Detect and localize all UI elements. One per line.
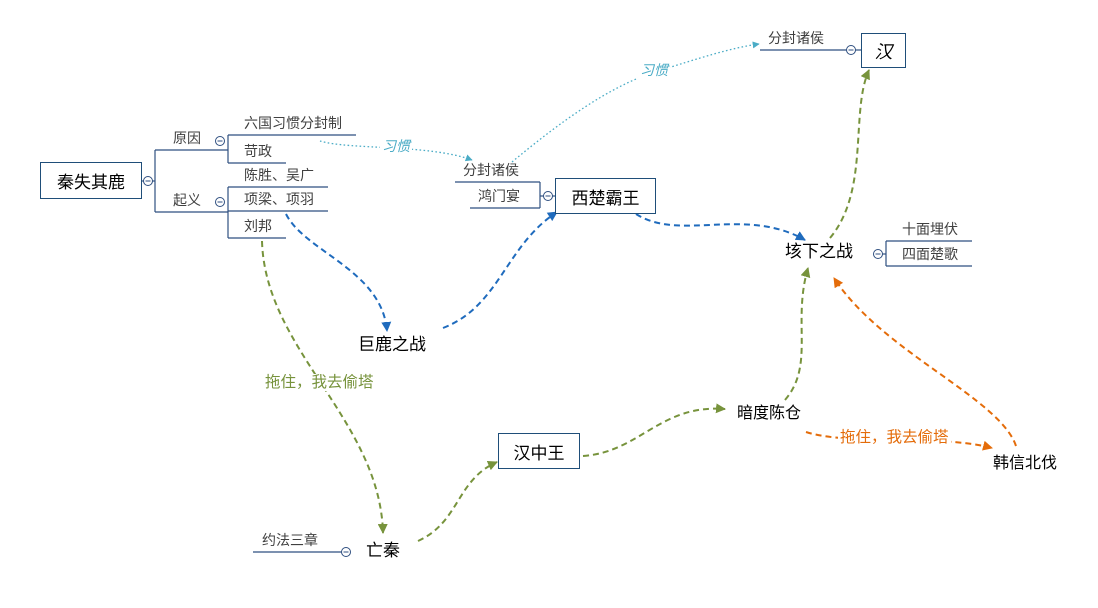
subtopic-feudal-habit[interactable]: 六国习惯分封制 <box>244 116 342 132</box>
path-hanxin-to-gaixia <box>833 277 1017 447</box>
root-topic[interactable]: 秦失其鹿 <box>40 162 142 199</box>
root-topic-label: 秦失其鹿 <box>57 173 125 193</box>
subtopic-han-enfeoff[interactable]: 分封诸侯 <box>768 31 824 47</box>
topic-hanzhong-wang-label: 汉中王 <box>513 443 565 464</box>
relationship-label-habit-2[interactable]: 习惯 <box>638 63 670 80</box>
root-collapse-icon[interactable] <box>143 176 154 186</box>
subtopic-shimian-maifu[interactable]: 十面埋伏 <box>902 222 958 238</box>
root-branch-lines <box>142 134 356 239</box>
relationship-label-hanxin-stall[interactable]: 拖住，我去偷塔 <box>838 428 951 447</box>
subtopic-yuefa-sanzhang[interactable]: 约法三章 <box>262 533 318 549</box>
branch-topic-causes[interactable]: 原因 <box>173 131 201 147</box>
topic-hanzhong-wang[interactable]: 汉中王 <box>498 433 580 469</box>
subtopic-hongmen-banquet[interactable]: 鸿门宴 <box>478 189 520 205</box>
topic-andu-chencang[interactable]: 暗度陈仓 <box>737 403 802 422</box>
han-collapse-icon[interactable] <box>846 45 857 55</box>
topic-hanxin-beifa[interactable]: 韩信北伐 <box>993 453 1058 472</box>
path-gaixia-to-han <box>829 69 870 239</box>
subtopic-xichu-enfeoff[interactable]: 分封诸侯 <box>463 163 519 179</box>
wangqin-collapse-icon[interactable] <box>341 547 352 557</box>
uprisings-collapse-icon[interactable] <box>215 197 226 207</box>
path-hanzhong-to-anducang <box>582 403 726 457</box>
path-anducang-to-gaixia <box>784 267 811 401</box>
subtopic-xiang-liang-xiang-yu[interactable]: 项梁、项羽 <box>244 192 314 208</box>
subtopic-chen-sheng-wu-guang[interactable]: 陈胜、吴广 <box>244 168 314 184</box>
path-wangqin-to-hanzhong <box>417 461 498 542</box>
xichu-branch-lines <box>455 181 555 209</box>
habit-link-xichu-enfeoff-to-han-enfeoff <box>511 41 760 163</box>
subtopic-liu-bang[interactable]: 刘邦 <box>244 219 272 235</box>
topic-han-label: 汉 <box>874 41 893 63</box>
relationship-label-liubang-stall[interactable]: 拖住，我去偷塔 <box>263 373 376 392</box>
relationship-label-habit-1[interactable]: 习惯 <box>380 139 412 156</box>
gaixia-branch-lines <box>882 240 972 267</box>
path-xichu-to-gaixia <box>635 213 806 241</box>
gaixia-collapse-icon[interactable] <box>873 249 884 259</box>
path-julu-to-xichu <box>442 211 558 329</box>
xichu-collapse-icon[interactable] <box>543 191 554 201</box>
path-xiangyu-to-julu <box>285 213 392 332</box>
branch-topic-uprisings[interactable]: 起义 <box>173 193 201 209</box>
relationship-arrows <box>261 41 1017 542</box>
subtopic-tyranny[interactable]: 苛政 <box>244 144 272 160</box>
causes-collapse-icon[interactable] <box>215 136 226 146</box>
topic-julu[interactable]: 巨鹿之战 <box>358 335 426 355</box>
path-liubang-to-wangqin <box>261 240 388 534</box>
topic-xichu-bawang[interactable]: 西楚霸王 <box>555 178 656 214</box>
topic-gaixia[interactable]: 垓下之战 <box>785 242 853 262</box>
topic-han[interactable]: 汉 <box>861 33 906 68</box>
topic-xichu-bawang-label: 西楚霸王 <box>571 188 640 209</box>
topic-wangqin[interactable]: 亡秦 <box>366 541 400 561</box>
habit-link-feudal-to-xichu-enfeoff <box>319 140 473 162</box>
subtopic-simian-chuge[interactable]: 四面楚歌 <box>902 247 958 263</box>
